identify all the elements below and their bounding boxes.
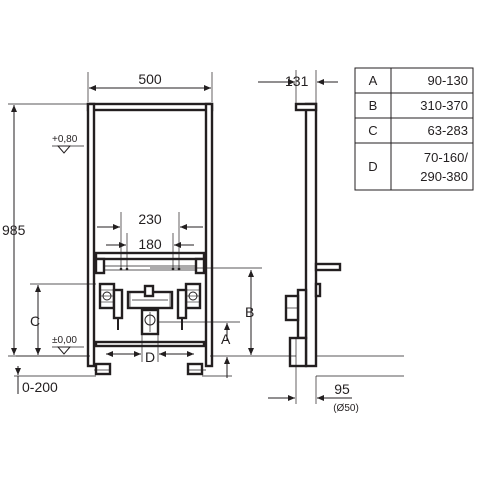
dim-c-label: C [30, 313, 40, 329]
spacing-inner-label: 180 [138, 236, 162, 252]
legend-key-a: A [369, 73, 378, 88]
front-view: 500 985 +0,80 [2, 71, 262, 395]
upper-level-label: +0,80 [52, 134, 78, 145]
legend-value-d-line1: 70-160/ [424, 150, 468, 165]
outlet-offset-label: 95 [334, 381, 350, 397]
floor-level-label: ±0,00 [52, 335, 77, 346]
legend-key-b: B [369, 98, 378, 113]
legend-value-d-line2: 290-380 [420, 169, 468, 184]
crossbar [94, 251, 206, 275]
dim-d: D [106, 334, 194, 365]
outlet-diameter-label: (Ø50) [333, 403, 359, 414]
outlet-offset-dimension: 95 (Ø50) [268, 366, 359, 414]
lower-bar [94, 340, 206, 348]
dim-b-label: B [245, 304, 254, 320]
installation-frame [86, 102, 214, 376]
side-floor-lines [262, 355, 404, 377]
dim-c: C [30, 283, 96, 355]
legend-table: A 90-130 B 310-370 C 63-283 D 70-160/ 29… [354, 67, 474, 191]
dim-a: A [158, 321, 240, 378]
floor-range-label: 0-200 [22, 379, 58, 395]
width-label: 500 [138, 71, 162, 87]
legend-key-d: D [368, 159, 377, 174]
floor-level-marker: ±0,00 [52, 335, 84, 355]
dim-b: B [245, 270, 254, 355]
spacing-inner-dimension: 180 [106, 233, 194, 268]
dim-a-label: A [221, 331, 231, 347]
upper-level-marker: +0,80 [52, 134, 84, 154]
legend-value-c: 63-283 [428, 123, 468, 138]
legend-value-b: 310-370 [420, 98, 468, 113]
spacing-outer-dimension: 230 [97, 211, 203, 268]
legend-key-c: C [368, 123, 377, 138]
floor-range-dimension: 0-200 [15, 366, 58, 395]
fittings-block [98, 282, 202, 330]
side-view: 131 95 (Ø50) [258, 70, 404, 414]
depth-dimension: 131 [258, 70, 338, 108]
legend-value-a: 90-130 [428, 73, 468, 88]
spacing-outer-label: 230 [138, 211, 162, 227]
depth-label: 131 [285, 73, 309, 89]
side-frame [284, 102, 342, 368]
floor-lines [14, 355, 262, 377]
height-label: 985 [2, 222, 26, 238]
width-dimension: 500 [87, 71, 213, 102]
dim-d-label: D [145, 349, 155, 365]
drain-outlet [140, 308, 160, 336]
